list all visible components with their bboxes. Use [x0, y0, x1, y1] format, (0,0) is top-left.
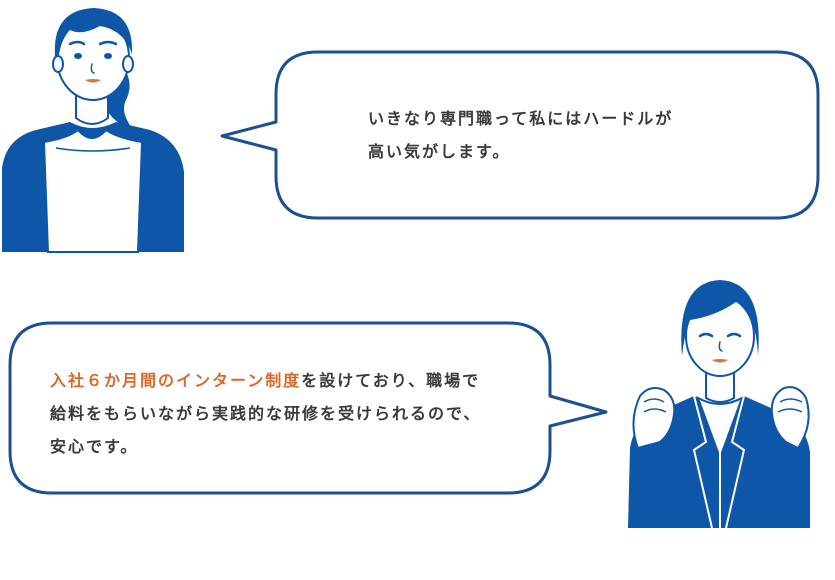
speech-bubble-2-line-1: 入社６か月間のインターン制度を設けており、職場で: [50, 364, 481, 397]
woman-cheering-icon: [628, 280, 810, 529]
speech-bubble-2-line-1-rest: を設けており、職場で: [301, 371, 481, 390]
speech-bubble-2-line-2: 給料をもらいながら実践的な研修を受けられるので、: [50, 404, 482, 423]
highlight-text: 入社６か月間のインターン制度: [50, 371, 302, 390]
woman-worried-icon: [2, 8, 184, 253]
speech-bubble-1-text: いきなり専門職って私にはハードルが 高い気がします。: [368, 102, 673, 168]
speech-bubble-2-shape: [8, 321, 608, 495]
speech-bubble-1-line-2: 高い気がします。: [368, 142, 511, 161]
speech-bubble-2-line-3: 安心です。: [50, 437, 139, 456]
speech-bubble-2-text: 入社６か月間のインターン制度を設けており、職場で 給料をもらいながら実践的な研修…: [50, 364, 481, 463]
speech-bubble-1-shape: [220, 50, 820, 220]
speech-bubble-1-line-1: いきなり専門職って私にはハードルが: [368, 109, 674, 128]
